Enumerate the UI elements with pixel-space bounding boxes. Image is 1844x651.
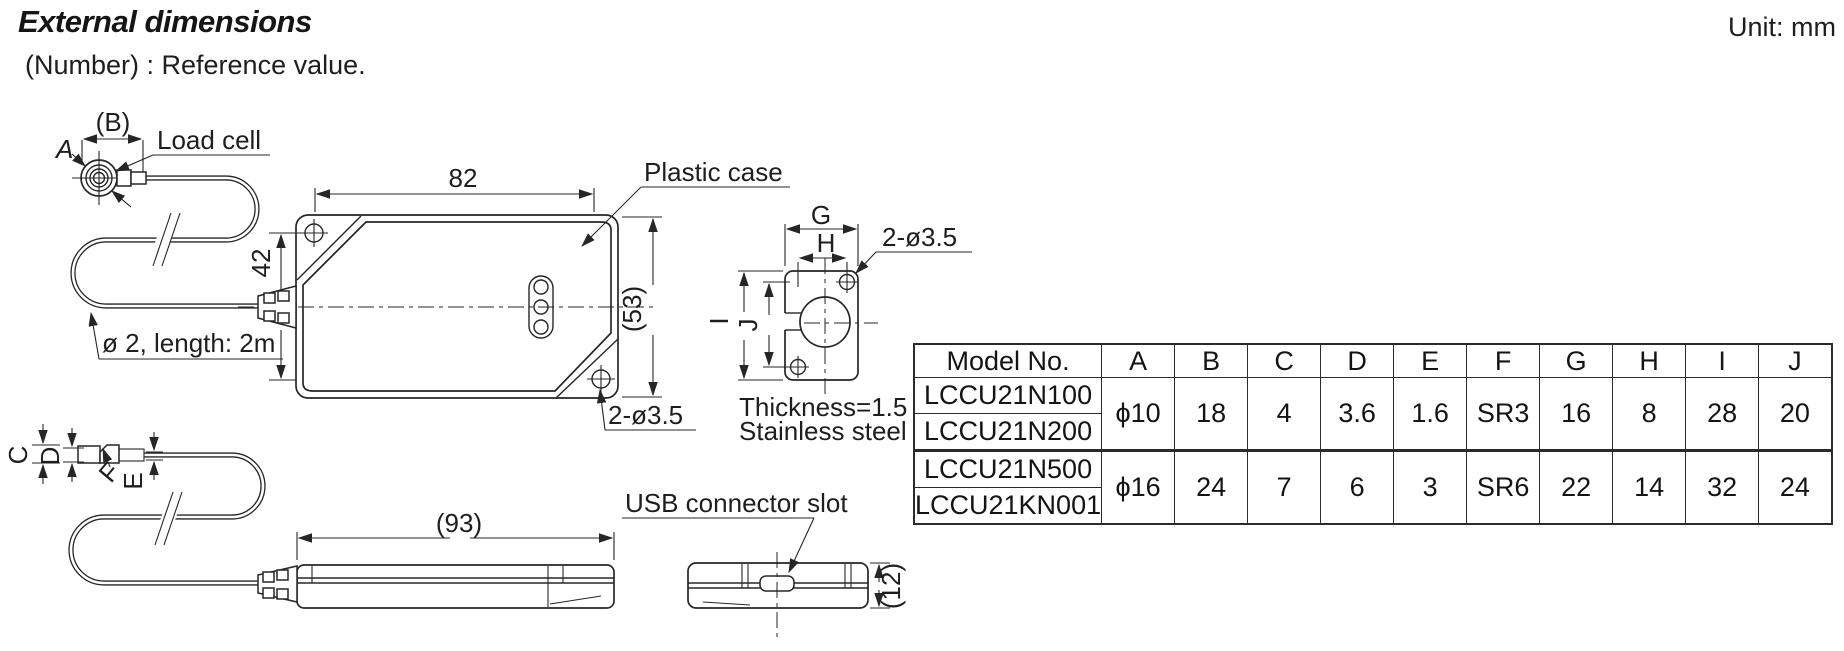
- dim-label-i: I: [704, 317, 734, 324]
- value-cell: 18: [1174, 377, 1249, 451]
- header-i: I: [1685, 343, 1760, 378]
- value-cell: 22: [1539, 449, 1614, 525]
- dim-label-g: G: [811, 200, 831, 230]
- value-cell: ϕ16: [1101, 449, 1176, 525]
- table-row: LCCU21KN001: [913, 487, 1832, 525]
- cable-gland-front: [257, 285, 297, 329]
- value-cell: SR6: [1466, 449, 1541, 525]
- page-title: External dimensions: [18, 4, 312, 39]
- reference-note: (Number) : Reference value.: [25, 50, 366, 80]
- load-cell-side-view: C D F E: [3, 424, 163, 490]
- value-cell: 32: [1685, 449, 1760, 525]
- case-end-view: (12) USB connector slot: [622, 488, 906, 640]
- header-d: D: [1320, 343, 1395, 378]
- header-j: J: [1758, 343, 1833, 378]
- value-cell: 16: [1539, 377, 1614, 451]
- dim-label-82: 82: [449, 163, 478, 193]
- cable-top: [70, 175, 260, 309]
- table-row: LCCU21N100 ϕ10 18 4 3.6 1.6 SR3 16 8 28 …: [913, 377, 1833, 451]
- dim-label-j: J: [733, 319, 763, 332]
- flange-hole-top: [836, 271, 858, 293]
- model-cell: LCCU21N200: [913, 413, 1103, 451]
- value-cell: 3.6: [1320, 377, 1395, 451]
- material-note: Stainless steel: [739, 416, 907, 446]
- flange-hole-bottom: [787, 356, 809, 378]
- unit-note: Unit: mm: [1728, 12, 1836, 42]
- plastic-case-label: Plastic case: [644, 157, 783, 187]
- case-front-view: 82 42 (53) Plastic case 2-ø3.5: [238, 157, 790, 431]
- value-cell: 24: [1174, 449, 1249, 525]
- usb-slot-label: USB connector slot: [625, 488, 848, 518]
- header-a: A: [1101, 343, 1176, 378]
- screw-hole-bottom-right: [587, 365, 615, 393]
- model-cell: LCCU21KN001: [913, 487, 1103, 525]
- cable-break-icon: [154, 491, 183, 546]
- flange-view: G H I J 2-ø3.5 Thickness=1.5 Stainless s…: [704, 200, 972, 446]
- dim-label-42: 42: [246, 249, 276, 278]
- dim-label-d: D: [35, 447, 65, 466]
- header-c: C: [1247, 343, 1322, 378]
- dim-label-h: H: [817, 228, 836, 258]
- value-cell: 1.6: [1393, 377, 1468, 451]
- value-cell: 20: [1758, 377, 1833, 451]
- cable-gland-side: [257, 565, 298, 603]
- value-cell: 6: [1320, 449, 1395, 525]
- dim-label-93: (93): [436, 508, 482, 538]
- model-cell: LCCU21N500: [913, 449, 1103, 488]
- dim-label-e: E: [118, 472, 148, 489]
- load-cell-front-view: (B) A Load cell ø 2, length: 2m: [54, 107, 283, 360]
- dim-label-c: C: [3, 446, 33, 465]
- value-cell: 24: [1758, 449, 1833, 525]
- value-cell: 14: [1612, 449, 1687, 525]
- header-b: B: [1174, 343, 1249, 378]
- dim-label-12: (12): [876, 563, 906, 609]
- table-header-row: Model No. A B C D E F G H I J: [913, 343, 1833, 378]
- model-cell: LCCU21N100: [913, 377, 1103, 414]
- case-side-view: (93): [257, 508, 615, 609]
- value-cell: 7: [1247, 449, 1322, 525]
- value-cell: SR3: [1466, 377, 1541, 451]
- dim-label-a: A: [54, 134, 73, 164]
- dim-label-53: (53): [617, 286, 647, 332]
- value-cell: ϕ10: [1101, 377, 1176, 451]
- cable-bottom: [68, 452, 266, 586]
- thickness-note: Thickness=1.5: [739, 392, 907, 422]
- flange-holes-label: 2-ø3.5: [882, 222, 957, 252]
- screw-hole-top-left: [300, 219, 328, 247]
- dimension-table: Model No. A B C D E F G H I J LCCU21N100…: [913, 343, 1833, 525]
- dim-label-b: (B): [96, 107, 131, 137]
- header-e: E: [1393, 343, 1468, 378]
- cable-label: ø 2, length: 2m: [102, 328, 275, 358]
- table-row: LCCU21N500 ϕ16 24 7 6 3 SR6 22 14 32 24: [913, 449, 1833, 525]
- case-holes-label: 2-ø3.5: [608, 400, 683, 430]
- value-cell: 8: [1612, 377, 1687, 451]
- header-h: H: [1612, 343, 1687, 378]
- cable-break-icon: [150, 212, 181, 267]
- value-cell: 3: [1393, 449, 1468, 525]
- header-model: Model No.: [913, 343, 1103, 378]
- value-cell: 28: [1685, 377, 1760, 451]
- table-row: LCCU21N200: [913, 413, 1832, 451]
- header-f: F: [1466, 343, 1541, 378]
- value-cell: 4: [1247, 377, 1322, 451]
- load-cell-label: Load cell: [157, 125, 261, 155]
- header-g: G: [1539, 343, 1614, 378]
